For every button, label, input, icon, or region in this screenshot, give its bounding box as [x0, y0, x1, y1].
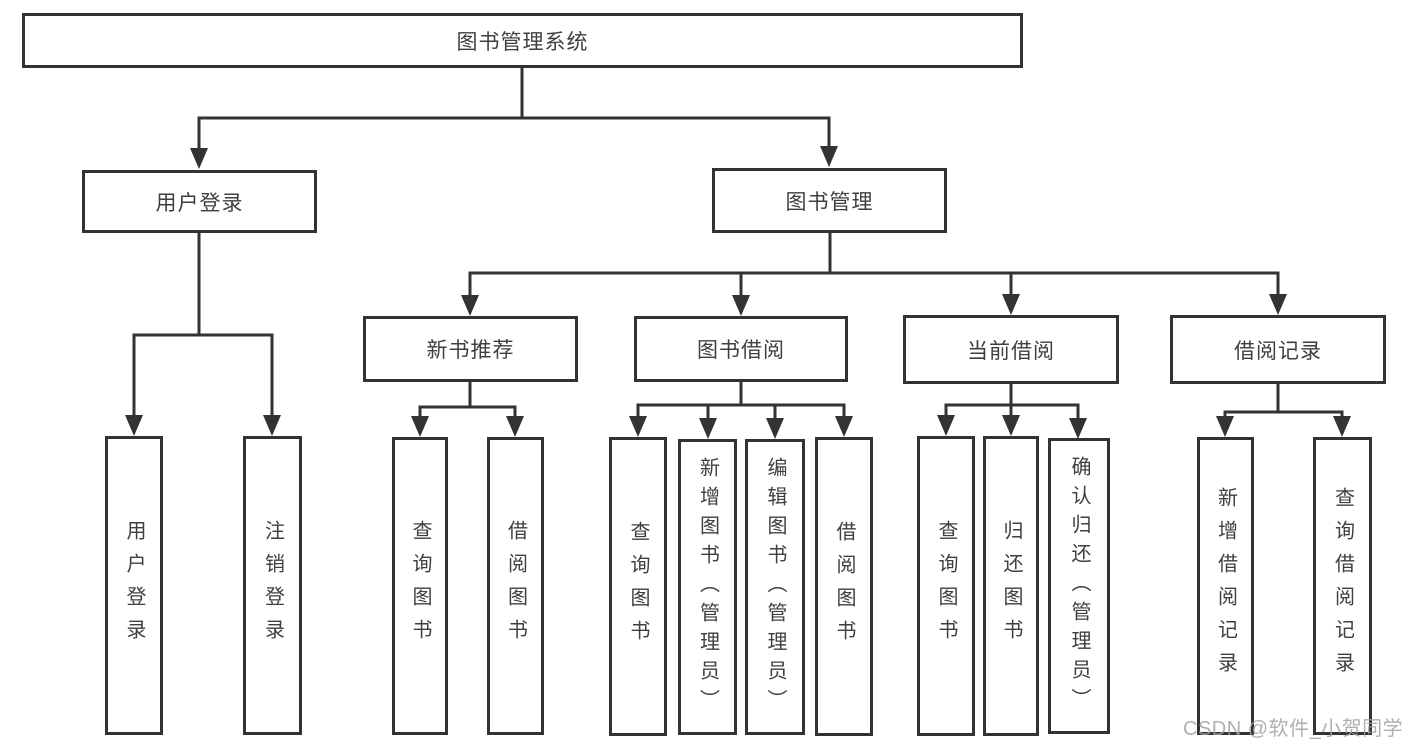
arrowhead [820, 146, 838, 167]
arrowhead [461, 295, 479, 316]
leaf-borrow-books-recommend: 借阅图书 [487, 437, 544, 735]
arrowhead [411, 416, 429, 437]
arrowhead [629, 416, 647, 437]
leaf-add-borrow-record: 新增借阅记录 [1197, 437, 1254, 735]
arrowhead [1216, 416, 1234, 437]
leaf-logout-login: 注销登录 [243, 436, 302, 735]
arrowhead [835, 416, 853, 437]
leaf-add-books-admin: 新增图书（管理员） [678, 439, 737, 735]
arrowhead [1002, 294, 1020, 315]
leaf-query-books-recommend: 查询图书 [392, 437, 448, 735]
node-book-borrow: 图书借阅 [634, 316, 848, 382]
watermark-text: CSDN @软件_小贺同学 [1183, 718, 1404, 740]
node-book-management: 图书管理 [712, 168, 947, 233]
arrowhead [1002, 415, 1020, 436]
node-borrow-records: 借阅记录 [1170, 315, 1386, 384]
node-new-book-recommend: 新书推荐 [363, 316, 578, 382]
arrowhead [766, 418, 784, 439]
arrowhead [1069, 418, 1087, 439]
leaf-query-books-borrow: 查询图书 [609, 437, 667, 736]
leaf-confirm-return-admin: 确认归还（管理员） [1048, 438, 1110, 734]
leaf-user-login: 用户登录 [105, 436, 163, 735]
arrowhead [732, 295, 750, 316]
leaf-query-borrow-record: 查询借阅记录 [1313, 437, 1372, 735]
node-current-borrow: 当前借阅 [903, 315, 1119, 384]
node-user-login: 用户登录 [82, 170, 317, 233]
arrowhead [263, 415, 281, 436]
leaf-return-books: 归还图书 [983, 436, 1039, 736]
arrowhead [506, 416, 524, 437]
leaf-borrow-books: 借阅图书 [815, 437, 873, 736]
arrowhead [125, 415, 143, 436]
leaf-edit-books-admin: 编辑图书（管理员） [745, 439, 805, 735]
arrowhead [190, 148, 208, 169]
leaf-query-books-current: 查询图书 [917, 436, 975, 736]
arrowhead [1269, 294, 1287, 315]
arrowhead [937, 415, 955, 436]
node-root-system: 图书管理系统 [22, 13, 1023, 68]
arrowhead [1333, 416, 1351, 437]
arrowhead [699, 418, 717, 439]
